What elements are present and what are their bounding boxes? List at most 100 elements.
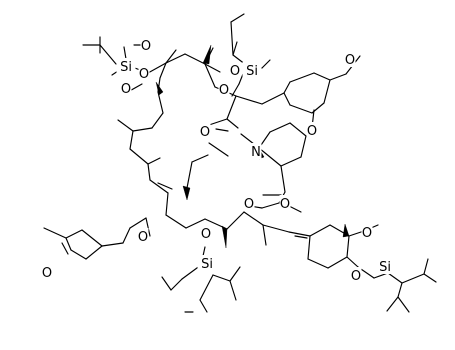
atom-label-o: O: [138, 230, 148, 245]
atom-label-background: [116, 58, 136, 74]
bond: [117, 119, 134, 132]
bond: [235, 95, 263, 105]
bond: [423, 258, 429, 275]
bond: [262, 224, 267, 246]
stereo-wedge-bond: [202, 44, 212, 65]
atom-label-si: Si: [379, 260, 391, 275]
bond: [280, 165, 286, 193]
bond: [261, 202, 280, 209]
bond: [261, 92, 285, 105]
bond: [165, 192, 169, 216]
bond: [147, 62, 167, 74]
bond: [329, 73, 347, 81]
bond: [159, 62, 167, 79]
atom-label-background: [250, 143, 262, 159]
bond: [346, 256, 359, 268]
atom-label-background: [138, 65, 150, 81]
atom-label-o: O: [345, 53, 355, 68]
bond: [204, 63, 216, 88]
bond: [323, 79, 331, 104]
bond: [147, 163, 151, 181]
atom-label-o: O: [351, 269, 361, 284]
bond: [387, 272, 403, 284]
bond: [165, 49, 177, 64]
atom-label-o: O: [201, 227, 211, 242]
bond: [184, 53, 206, 65]
bond: [229, 280, 237, 301]
bond: [288, 231, 311, 237]
bond: [101, 242, 124, 247]
bond: [165, 214, 187, 229]
bond: [199, 299, 208, 313]
bond: [157, 91, 164, 114]
bond: [65, 229, 83, 239]
atom-label-o: O: [280, 197, 290, 212]
atom-label-background: [243, 195, 255, 211]
bond: [262, 224, 290, 233]
bond: [99, 44, 117, 65]
bond: [129, 130, 134, 150]
bond: [170, 278, 183, 291]
bond: [132, 127, 153, 132]
bond: [289, 122, 307, 137]
bond: [65, 237, 72, 251]
bond: [226, 118, 239, 129]
atom-label-background: [200, 225, 212, 241]
bond: [230, 13, 245, 23]
atom-label-si: Si: [120, 60, 132, 75]
atom-label-background: [350, 267, 362, 283]
bond: [327, 256, 348, 269]
bond: [309, 224, 331, 237]
bond: [226, 211, 245, 230]
bond: [423, 273, 437, 283]
bond: [145, 217, 151, 237]
atom-label-background: [120, 80, 132, 96]
bond: [85, 245, 103, 260]
bond: [70, 249, 87, 260]
bond: [185, 218, 206, 229]
atom-label-background: [361, 224, 373, 240]
bond: [226, 95, 237, 120]
bond: [61, 242, 69, 255]
bond: [283, 81, 291, 94]
bond: [294, 235, 308, 239]
bond: [122, 227, 131, 244]
stereo-wedge-bond: [155, 81, 164, 96]
bond: [289, 72, 315, 83]
bond: [232, 41, 238, 56]
bond: [283, 92, 291, 106]
bond: [280, 156, 302, 167]
bond: [157, 182, 173, 190]
bond: [397, 296, 410, 313]
bond: [147, 157, 161, 165]
bond: [307, 235, 311, 260]
bond: [313, 72, 331, 81]
atom-label-o: O: [42, 266, 52, 281]
bond: [307, 258, 329, 269]
atom-label-o: O: [307, 124, 317, 139]
atom-label-background: [344, 51, 356, 67]
stereo-wedge-bond: [342, 223, 350, 238]
bond: [212, 274, 231, 282]
atom-label-background: [229, 62, 241, 78]
bond: [269, 122, 291, 133]
atom-label-background: [140, 37, 152, 53]
atom-label-o: O: [244, 197, 254, 212]
atom-label-o: O: [200, 125, 210, 140]
bond: [208, 142, 229, 157]
atom-label-si: Si: [201, 257, 213, 272]
bond: [243, 211, 264, 226]
bond: [230, 21, 234, 56]
atom-label-background: [41, 264, 53, 280]
bond: [204, 63, 221, 73]
atom-label-si: Si: [246, 64, 258, 79]
bond: [215, 128, 229, 132]
atom-label-n: N: [251, 145, 261, 160]
bond: [129, 217, 147, 229]
bond: [289, 104, 313, 114]
atom-label-background: [242, 62, 262, 78]
bond: [288, 205, 302, 213]
bond: [81, 229, 103, 247]
bond: [199, 274, 214, 301]
